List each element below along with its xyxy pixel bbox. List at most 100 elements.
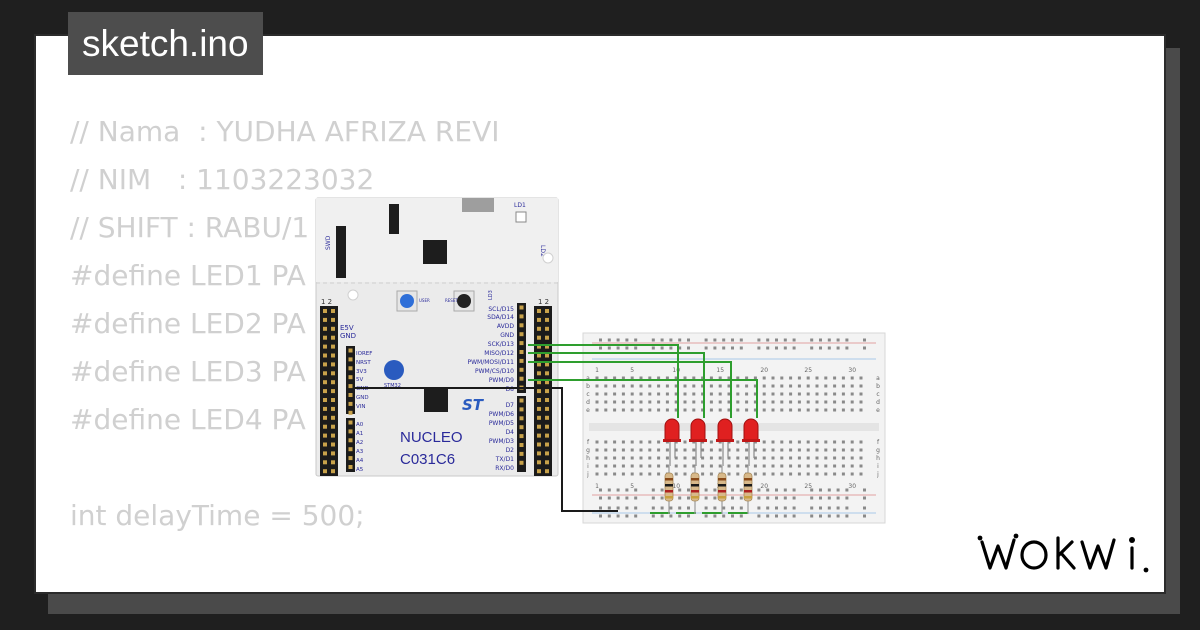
breadboard-hole [604, 400, 608, 404]
rail-hole [704, 514, 708, 518]
header-pin [537, 371, 541, 376]
rail-hole [766, 338, 770, 342]
resistor-3[interactable] [717, 466, 727, 514]
header-pin [348, 429, 353, 434]
rail-hole [625, 346, 629, 350]
wire-d9[interactable] [528, 379, 758, 418]
row-label: c [876, 391, 879, 398]
reset-button[interactable] [457, 294, 471, 308]
rail-hole [625, 506, 629, 510]
breadboard-hole [762, 472, 766, 476]
breadboard-hole [797, 448, 801, 452]
header-pin [348, 375, 353, 380]
rail-hole [810, 496, 814, 500]
rail-hole [810, 338, 814, 342]
row-label: i [587, 463, 589, 470]
led-4[interactable] [742, 418, 760, 466]
left-pin-label: A2 [356, 440, 363, 446]
breadboard-hole [841, 448, 845, 452]
breadboard-hole [833, 472, 837, 476]
header-pin [537, 460, 541, 465]
mount-hole [347, 289, 359, 301]
header-pin [331, 309, 335, 313]
swd-header [336, 226, 346, 278]
breadboard-hole [727, 392, 731, 396]
breadboard-hole [701, 392, 705, 396]
breadboard-hole [789, 472, 793, 476]
resistor-1[interactable] [664, 466, 674, 514]
left-pin-label: NRST [356, 360, 371, 366]
wire-d12[interactable] [528, 352, 705, 418]
breadboard-hole [595, 440, 599, 444]
header-pin [323, 398, 327, 402]
breadboard-hole [683, 448, 687, 452]
rail-hole [757, 338, 761, 342]
breadboard-hole [762, 392, 766, 396]
left-pin-label: IOREF [356, 351, 372, 357]
breadboard-hole [736, 400, 740, 404]
breadboard-hole [648, 408, 652, 412]
breadboard-hole [621, 472, 625, 476]
rail-hole [739, 346, 743, 350]
stlink-chip [423, 240, 447, 264]
led-1[interactable] [663, 418, 681, 466]
breadboard-hole [753, 384, 757, 388]
rail-hole [704, 506, 708, 510]
breadboard-hole [815, 400, 819, 404]
nucleo-board[interactable]: LD1 LD2 SWD USER RESET LD3 1 2 1 2 STM32… [315, 197, 559, 477]
row-label: e [876, 407, 880, 414]
rail-hole [792, 506, 796, 510]
breadboard-hole [850, 448, 854, 452]
header-pin [545, 380, 549, 385]
rail-hole [599, 506, 602, 510]
jumper-header [389, 204, 399, 234]
rail-hole [669, 346, 673, 350]
breadboard-hole [683, 408, 687, 412]
breadboard-hole [762, 408, 766, 412]
left-pin-label: A5 [356, 467, 364, 473]
breadboard-hole [789, 440, 793, 444]
file-name-tab[interactable]: sketch.ino [68, 12, 263, 75]
breadboard-hole [815, 384, 819, 388]
resistor-4[interactable] [743, 466, 753, 514]
breadboard-hole [665, 392, 669, 396]
rail-hole [599, 488, 602, 492]
breadboard-hole [613, 376, 617, 380]
breadboard-hole [780, 472, 784, 476]
rail-hole [634, 346, 638, 350]
wire-d11[interactable] [528, 361, 732, 418]
breadboard-hole [595, 472, 599, 476]
breadboard-hole [745, 464, 749, 468]
header-pin [323, 353, 327, 358]
rail-hole [722, 514, 726, 518]
user-button[interactable] [400, 294, 414, 308]
rail-hole [634, 496, 638, 500]
column-label: 1 [595, 483, 599, 490]
breadboard-hole [674, 392, 678, 396]
wire-ground[interactable] [355, 387, 618, 512]
column-label: 1 [595, 367, 599, 374]
breadboard-hole [621, 464, 625, 468]
rail-hole [792, 514, 796, 518]
rail-hole [616, 496, 620, 500]
mount-hole [542, 252, 554, 264]
wire-d13[interactable] [528, 344, 679, 418]
breadboard-hole [709, 384, 713, 388]
breadboard-hole [639, 392, 643, 396]
column-label: 30 [848, 483, 856, 490]
led-2[interactable] [689, 418, 707, 466]
breadboard-hole [745, 392, 749, 396]
resistor-2[interactable] [690, 466, 700, 514]
led-3[interactable] [716, 418, 734, 466]
breadboard-hole [595, 448, 599, 452]
rail-hole [616, 514, 620, 518]
rail-hole [775, 514, 778, 518]
breadboard[interactable]: 115510101515202025253030aabbccddeeffgghh… [582, 332, 886, 524]
breadboard-hole [621, 408, 625, 412]
breadboard-hole [709, 464, 713, 468]
breadboard-hole [595, 400, 599, 404]
breadboard-hole [833, 384, 837, 388]
rail-hole [863, 488, 866, 492]
header-pin [348, 447, 353, 452]
rail-hole [731, 346, 734, 350]
